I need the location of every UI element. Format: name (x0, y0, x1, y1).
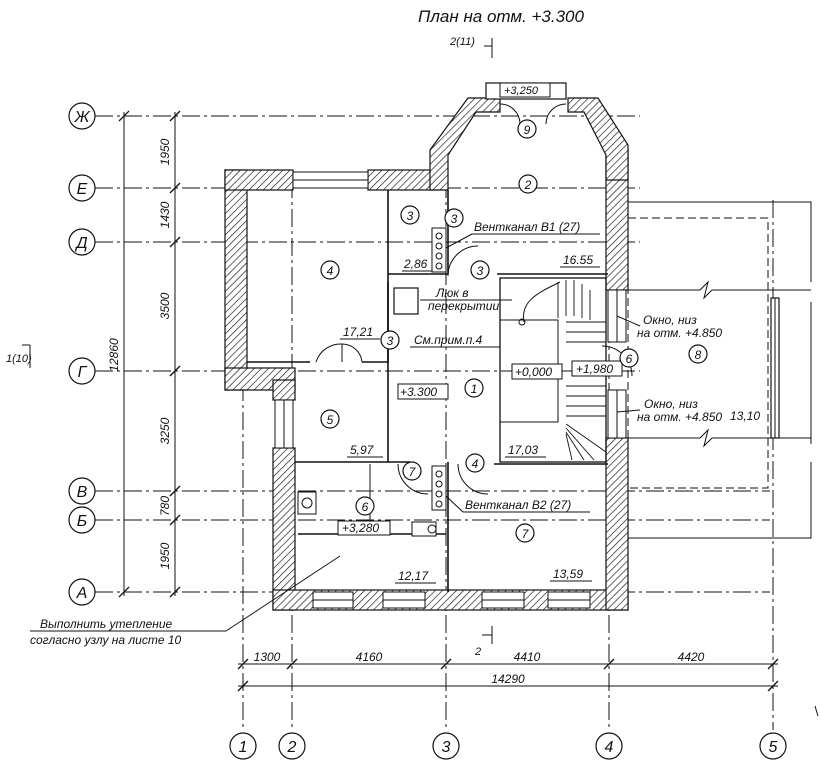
area-286: 2,86 (403, 257, 428, 271)
room-number: 9 (524, 123, 531, 137)
dim-v-total: 12860 (107, 338, 121, 372)
axis-5-label: 5 (769, 739, 778, 756)
dim-h-4410: 4410 (514, 650, 541, 664)
level-balcony: +3,250 (504, 85, 539, 97)
horizontal-dimensions: 1300 4160 4410 4420 14290 (237, 650, 779, 692)
hatch-label-line2: перекрытии (428, 299, 499, 313)
ceiling-hatch (393, 287, 419, 315)
annotations: Вентканал В1 (27) Вентканал В2 (27) Люк … (30, 220, 722, 647)
room-number: 7 (522, 527, 530, 541)
room-numbers: 1 2 3 3 3 3 4 4 5 6 6 7 7 8 9 (320, 119, 708, 543)
room-number: 5 (327, 413, 334, 427)
axis-g-label: Г (78, 364, 88, 381)
dim-v-1950-bottom: 1950 (158, 542, 172, 569)
area-1217: 12,17 (398, 569, 429, 583)
hatch-label-line1: Люк в (435, 286, 469, 300)
section-left-label: 1(10) (6, 353, 32, 365)
axis-e-label: Е (77, 181, 88, 198)
window2-line1: Окно, низ (644, 397, 698, 411)
insulation-line2: согласно узлу на листе 10 (30, 633, 182, 647)
insulation-line1: Выполнить утепление (40, 617, 173, 631)
axis-letter-markers: Ж Е Д Г В Б А (68, 102, 96, 606)
section-marker-bottom: 2 (474, 626, 493, 658)
vertical-dimensions: 1950 1430 3500 3250 780 1950 12860 (107, 110, 181, 598)
area-1310: 13,10 (730, 409, 760, 423)
area-1359: 13,59 (553, 567, 583, 581)
dim-h-total: 14290 (491, 672, 525, 686)
window1-line1: Окно, низ (643, 313, 697, 327)
see-note-label: См.прим.п.4 (414, 333, 483, 347)
dim-v-1950-top: 1950 (158, 138, 172, 165)
dim-v-3500: 3500 (158, 292, 172, 319)
room-number: 3 (387, 334, 394, 348)
area-1703: 17,03 (508, 443, 538, 457)
section-marker-left: 1(10) (6, 344, 32, 368)
level-markers: +3,250 +3.300 +0,000 +1,980 +3,280 (337, 82, 623, 536)
exterior-walls (224, 97, 629, 611)
section-top-label: 2(11) (449, 36, 475, 48)
axis-a-label: А (76, 585, 88, 602)
room-number: 3 (407, 209, 414, 223)
level-landing: +1,980 (576, 362, 613, 376)
area-1655: 16.55 (563, 253, 593, 267)
area-1721: 17,21 (343, 325, 373, 339)
vent-channels (431, 227, 447, 511)
room-number: 3 (477, 264, 484, 278)
level-bath: +3,280 (342, 521, 379, 535)
axis-3-label: 3 (442, 739, 451, 756)
room-number: 1 (471, 382, 478, 396)
bathroom-fixtures (297, 464, 437, 537)
axis-number-markers: 1 2 3 4 5 (229, 732, 787, 760)
axis-v-label: В (77, 484, 88, 501)
axis-d-label: Д (74, 235, 87, 252)
axis-b-label: Б (77, 513, 87, 530)
room-number: 4 (327, 264, 334, 278)
dim-h-4420: 4420 (678, 650, 705, 664)
room-number: 8 (695, 348, 702, 362)
room-number: 4 (472, 457, 479, 471)
section-marker-top: 2(11) (449, 36, 493, 58)
room-number: 6 (362, 500, 369, 514)
axis-zh-label: Ж (74, 109, 91, 126)
window1-line2: на отм. +4.850 (637, 326, 722, 340)
level-stair-bottom: +0,000 (515, 365, 552, 379)
level-main: +3.300 (400, 385, 437, 399)
section-bottom-label: 2 (474, 646, 481, 658)
dim-v-3250: 3250 (158, 417, 172, 444)
dim-h-4160: 4160 (356, 650, 383, 664)
plan-title: План на отм. +3.300 (418, 7, 585, 26)
area-labels: 2,86 16.55 17,21 5,97 17,03 12,17 13,59 … (340, 253, 760, 584)
dim-v-1430: 1430 (158, 201, 172, 228)
room-number: 2 (524, 178, 532, 192)
edge-mark (814, 705, 819, 717)
vent-b2-label: Вентканал В2 (27) (465, 498, 571, 512)
area-597: 5,97 (350, 443, 375, 457)
room-number: 6 (626, 352, 633, 366)
room-number: 3 (451, 212, 458, 226)
axis-4-label: 4 (605, 739, 614, 756)
window2-line2: на отм. +4.850 (637, 410, 722, 424)
vent-b1-label: Вентканал В1 (27) (474, 220, 580, 234)
dim-v-780: 780 (158, 496, 172, 516)
terrace-outline (627, 201, 812, 539)
axis-1-label: 1 (239, 739, 248, 756)
dim-h-1300: 1300 (254, 650, 281, 664)
room-number: 7 (409, 465, 417, 479)
axis-2-label: 2 (287, 739, 297, 756)
